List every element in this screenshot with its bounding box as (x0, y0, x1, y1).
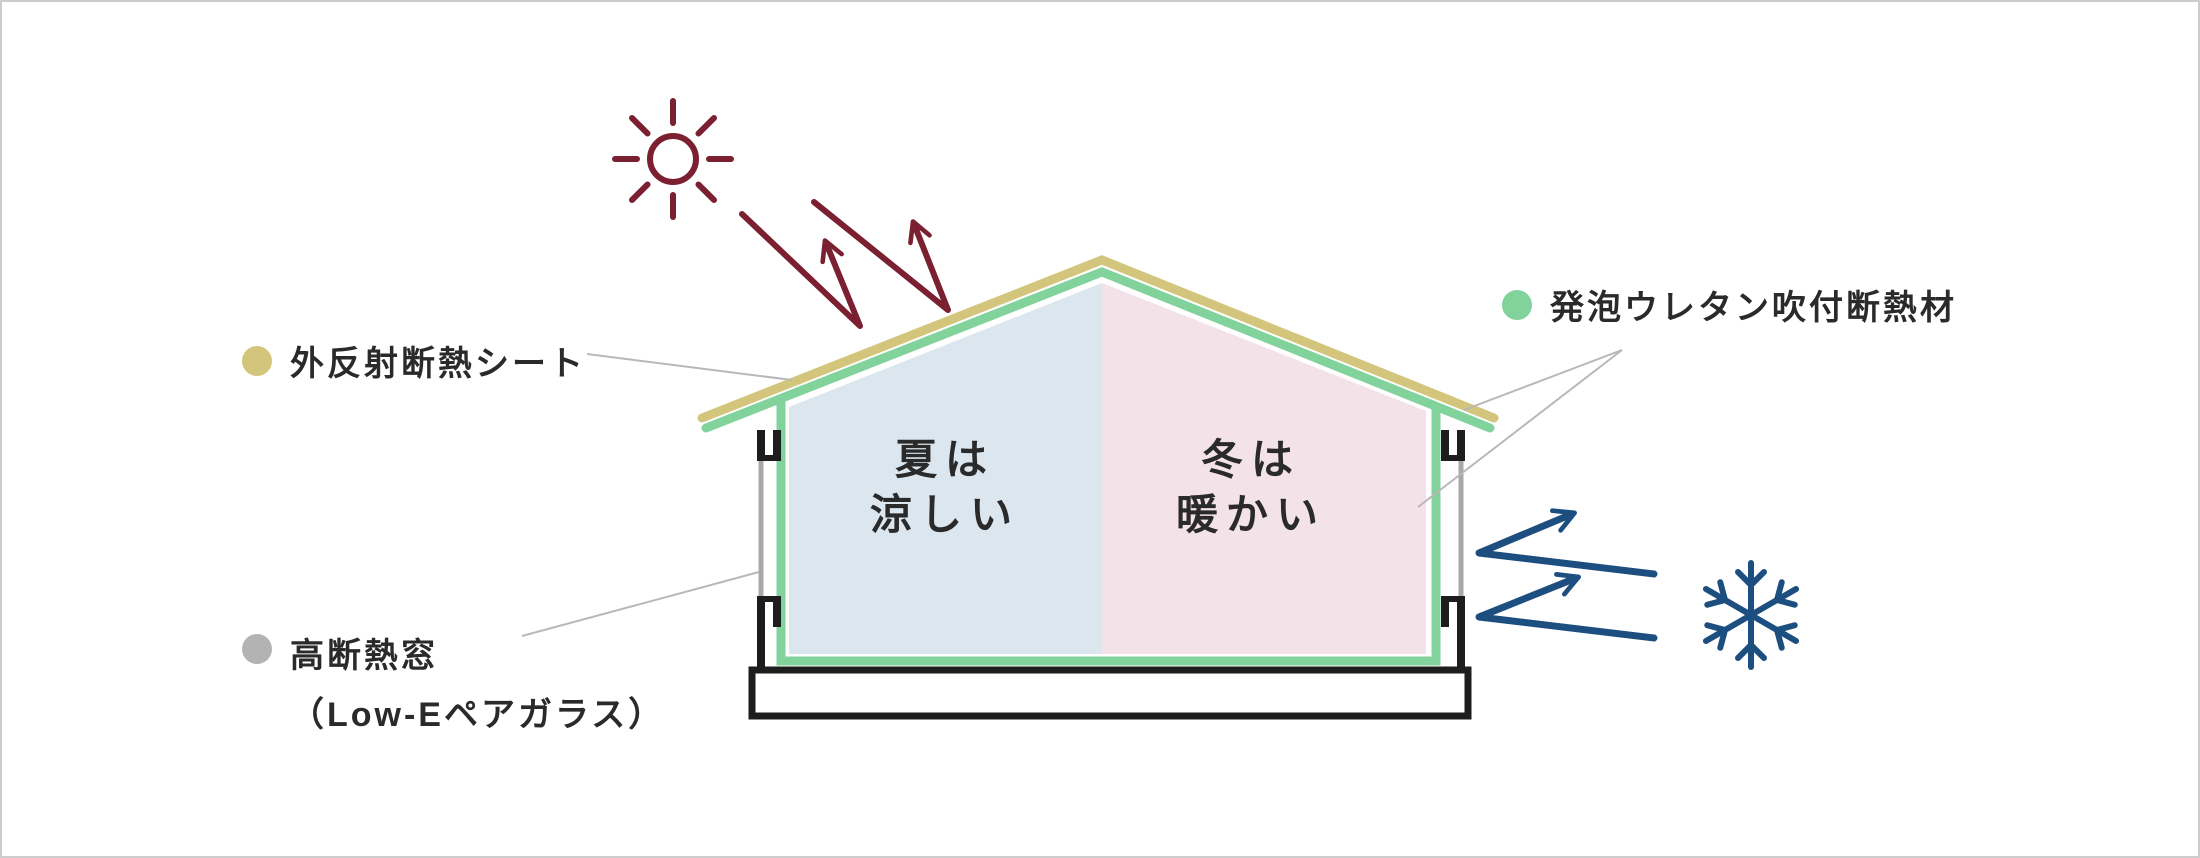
wind-arrows (1475, 508, 1658, 642)
right-window (1441, 430, 1465, 673)
winter-line2: 暖かい (1175, 491, 1326, 539)
sun-icon (612, 98, 734, 220)
roof-insulation-layer (701, 267, 1495, 433)
legend-urethane-label: 発泡ウレタン吹付断熱材 (1550, 289, 1957, 327)
reflection-arrows (739, 199, 951, 329)
roof-sheet-layer (697, 255, 1499, 423)
legend-urethane: 発泡ウレタン吹付断熱材 (1502, 280, 1957, 329)
foundation (748, 666, 1472, 720)
summer-line1: 夏は (894, 436, 995, 483)
connector-sheet (586, 353, 793, 381)
winter-zone (1102, 283, 1426, 654)
connector-urethane-wall (1417, 349, 1623, 508)
legend-window-sublabel: （Low-Eペアガラス） (290, 696, 666, 734)
window-legend-dot (242, 634, 272, 664)
summer-line2: 涼しい (869, 491, 1020, 539)
connector-urethane-roof (1463, 349, 1623, 411)
winter-zone-text: 冬は 暖かい (1091, 432, 1411, 543)
legend-window-label: 高断熱窓 (290, 637, 438, 675)
legend-window: 高断熱窓 （Low-Eペアガラス） (242, 628, 665, 736)
wall-insulation-layer (776, 400, 1441, 666)
left-window (757, 430, 781, 673)
summer-zone (789, 283, 1102, 654)
legend-sheet: 外反射断熱シート (242, 336, 586, 385)
winter-line1: 冬は (1200, 436, 1301, 483)
urethane-legend-dot (1502, 289, 1532, 320)
connector-window (521, 571, 760, 637)
sheet-legend-dot (242, 345, 272, 376)
legend-sheet-label: 外反射断熱シート (290, 345, 586, 383)
summer-zone-text: 夏は 涼しい (785, 432, 1105, 543)
connector-lines (521, 349, 1623, 637)
snowflake-icon (1702, 560, 1800, 670)
